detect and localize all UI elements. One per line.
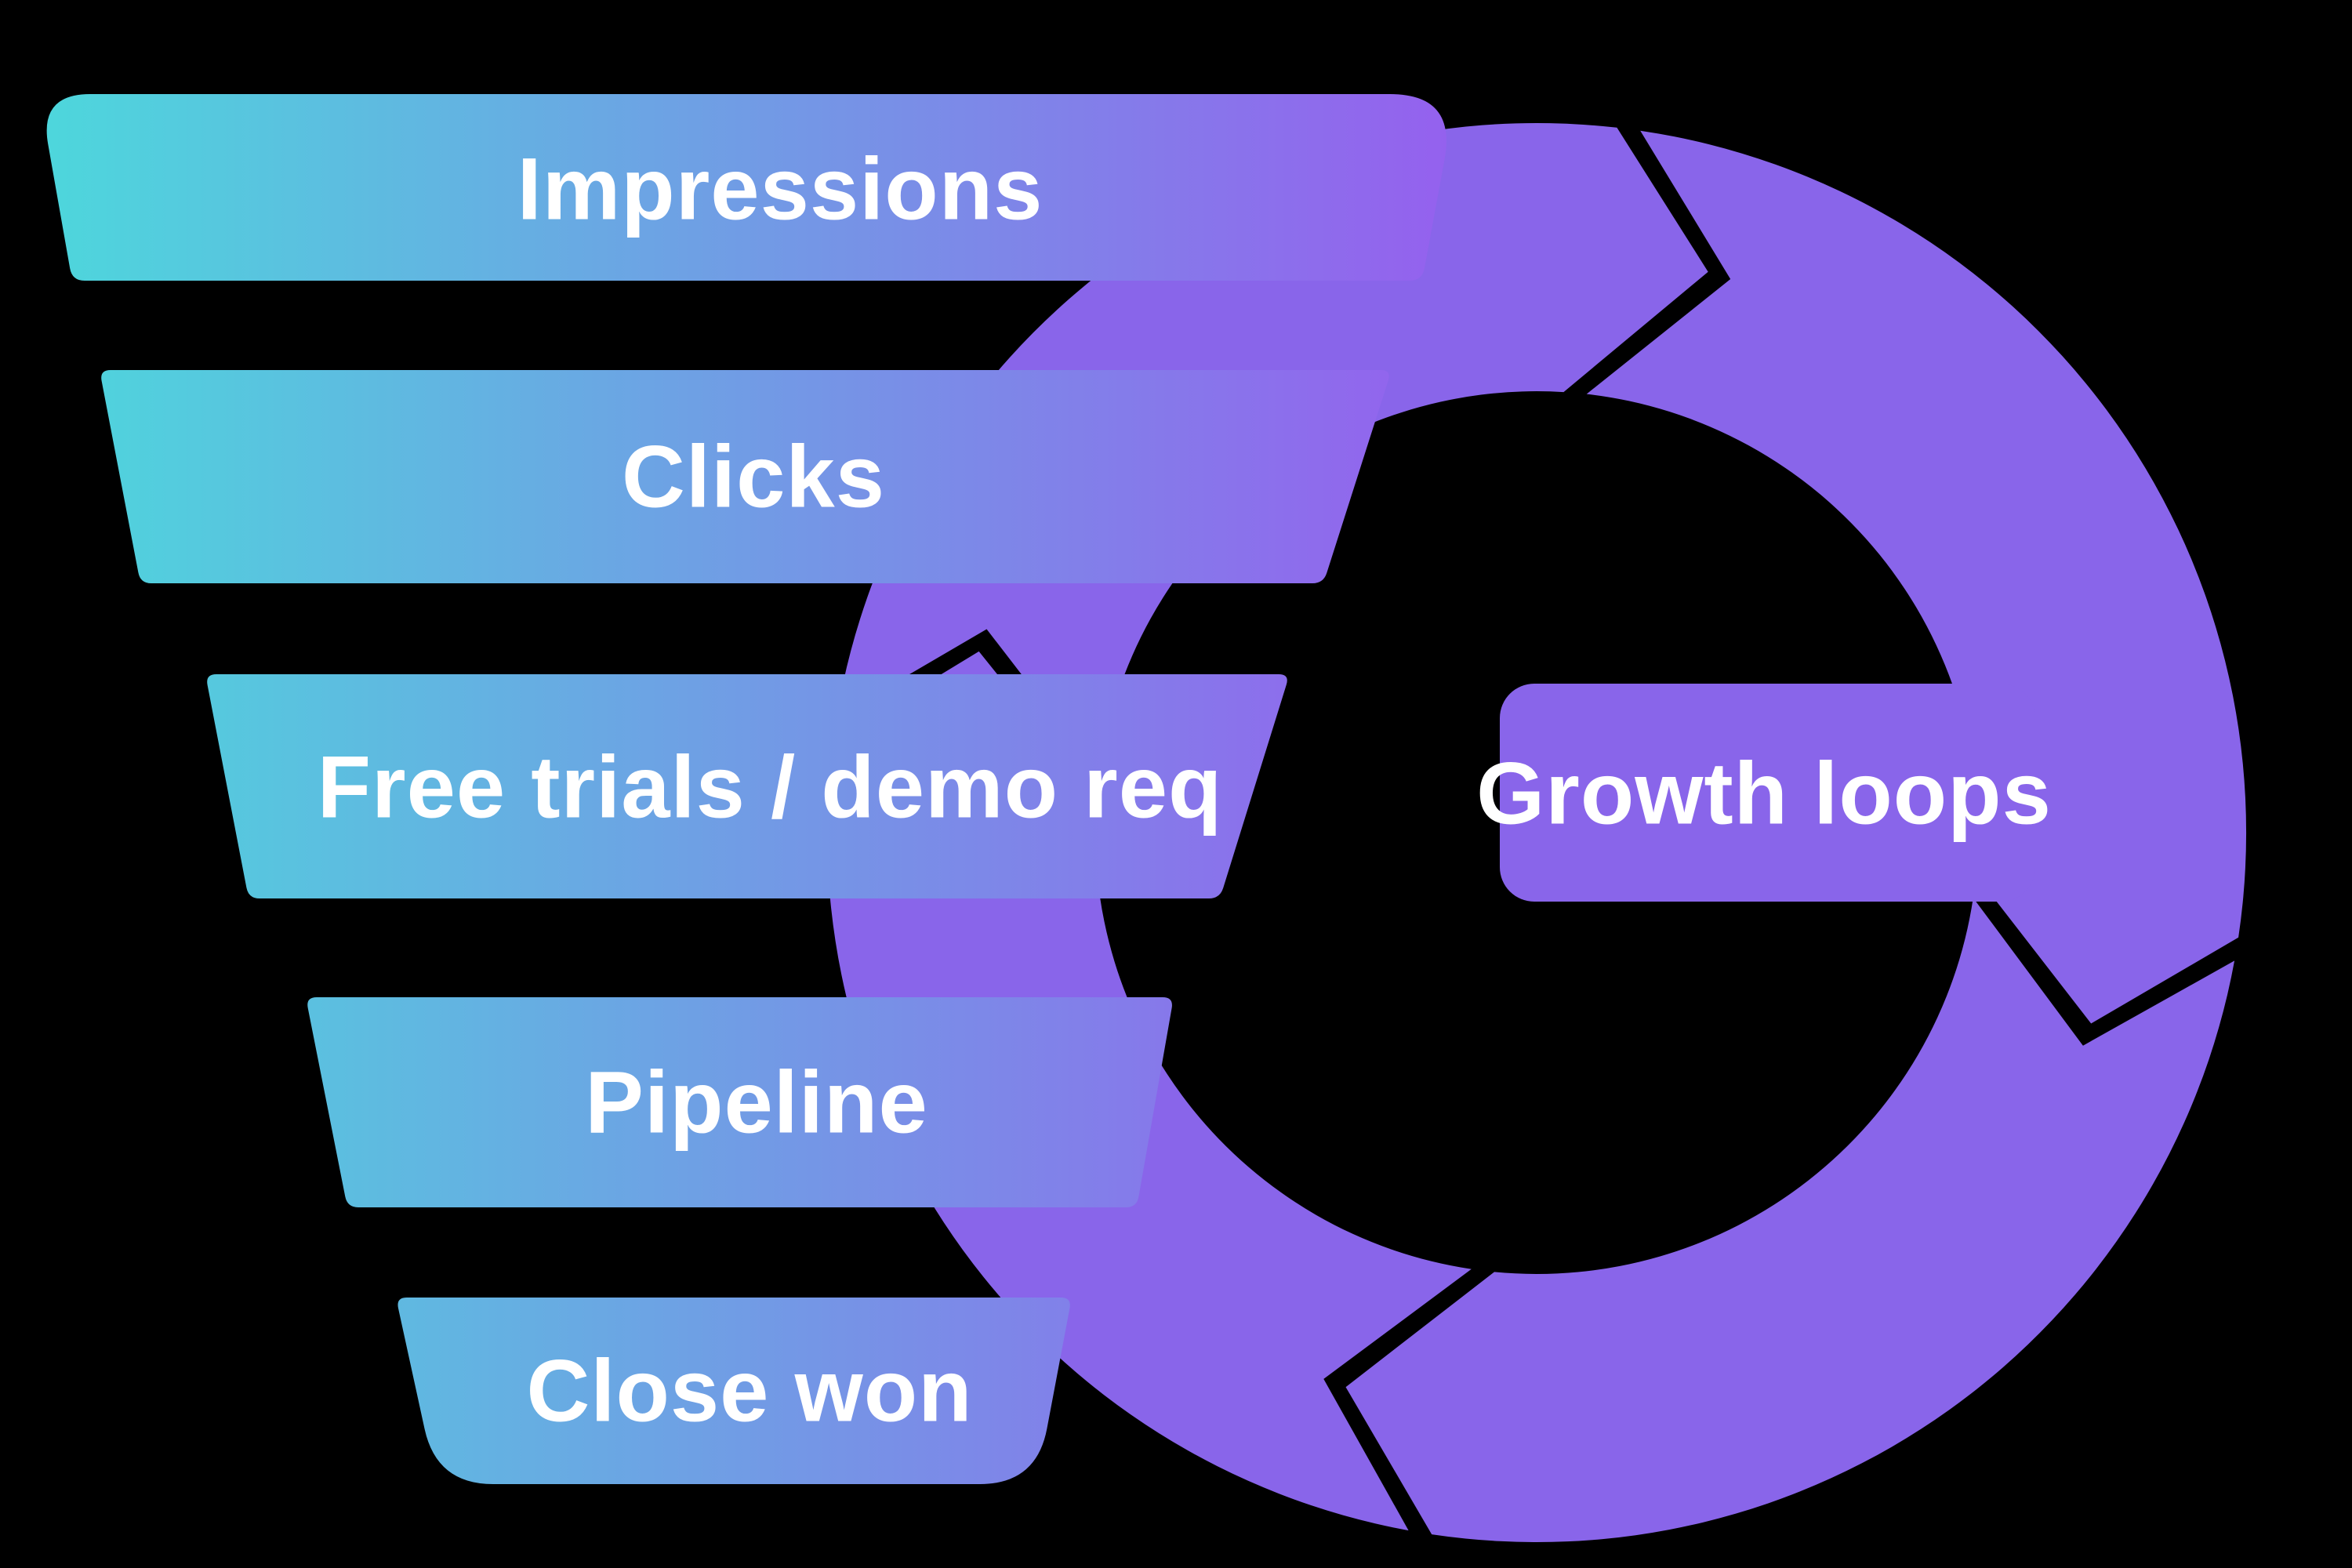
loop-arrow-segment-bottom [1345, 898, 2235, 1543]
funnel-stage-bar-clicks [101, 370, 1389, 583]
funnel-stage-label-close-won: Close won [526, 1342, 972, 1440]
funnel-stage-label-pipeline: Pipeline [585, 1054, 927, 1152]
funnel-stage-labels: Impressions Clicks Free trials / demo re… [318, 140, 1223, 1440]
funnel-stage-bar-close-won [397, 1298, 1070, 1484]
funnel-stage-label-clicks: Clicks [622, 428, 885, 526]
growth-loops-label: Growth loops [1476, 745, 2052, 843]
funnel-stage-bar-free-trials [207, 674, 1287, 898]
funnel-stage-bar-pipeline [307, 997, 1172, 1207]
funnel-stage-label-impressions: Impressions [517, 140, 1044, 238]
growth-loops-label-box [1500, 684, 2035, 902]
funnel-stage-label-free-trials: Free trials / demo req [318, 739, 1223, 837]
funnel-stage-bar-impressions [46, 94, 1446, 281]
funnel [46, 94, 1446, 1484]
loop-arrow-segment-right [1586, 130, 2247, 1024]
